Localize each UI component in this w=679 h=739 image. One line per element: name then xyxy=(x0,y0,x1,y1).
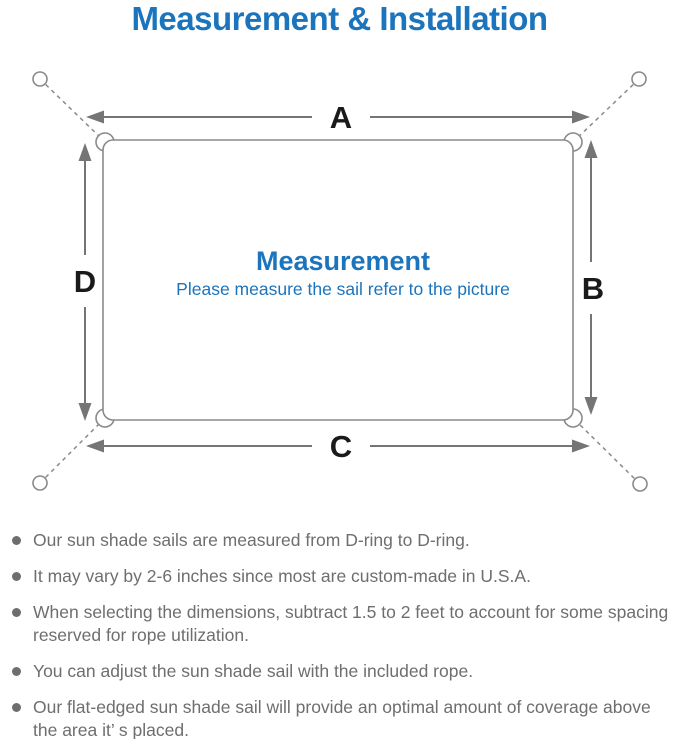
dim-label-a: A xyxy=(330,100,352,135)
dashed-connector-top-left xyxy=(39,78,106,143)
note-text: Our sun shade sails are measured from D-… xyxy=(33,530,470,550)
list-item: You can adjust the sun shade sail with t… xyxy=(12,660,672,683)
arrowhead-a-left-icon xyxy=(86,110,104,124)
measurement-diagram: A C D B Measurement Please measure the s… xyxy=(32,71,648,492)
dashed-connector-top-right xyxy=(572,78,640,143)
list-item: When selecting the dimensions, subtract … xyxy=(12,601,672,647)
note-text: When selecting the dimensions, subtract … xyxy=(33,602,669,645)
arrowhead-b-down-icon xyxy=(584,397,598,415)
bullet-icon xyxy=(12,667,21,676)
arrowhead-d-up-icon xyxy=(78,143,92,161)
dashed-connector-bottom-left xyxy=(39,417,106,484)
dashed-connector-bottom-right xyxy=(572,417,641,485)
bullet-icon xyxy=(12,572,21,581)
diagram-center-title: Measurement xyxy=(256,246,430,276)
arrowhead-c-left-icon xyxy=(86,439,104,453)
note-text: Our flat-edged sun shade sail will provi… xyxy=(33,697,651,739)
bullet-icon xyxy=(12,536,21,545)
notes-list: Our sun shade sails are measured from D-… xyxy=(12,529,672,739)
anchor-ring-top-right-icon xyxy=(631,71,647,87)
arrowhead-b-up-icon xyxy=(584,140,598,158)
dim-label-c: C xyxy=(330,429,352,464)
arrowhead-c-right-icon xyxy=(572,439,590,453)
diagram-center-subtitle: Please measure the sail refer to the pic… xyxy=(176,279,510,299)
anchor-ring-top-left-icon xyxy=(32,71,48,87)
list-item: Our sun shade sails are measured from D-… xyxy=(12,529,672,552)
note-text: It may vary by 2-6 inches since most are… xyxy=(33,566,531,586)
list-item: Our flat-edged sun shade sail will provi… xyxy=(12,696,672,739)
arrowhead-a-right-icon xyxy=(572,110,590,124)
anchor-ring-bottom-left-icon xyxy=(32,475,48,491)
dim-label-d: D xyxy=(74,264,96,299)
bullet-icon xyxy=(12,608,21,617)
dim-label-b: B xyxy=(582,271,604,306)
sail-rectangle xyxy=(102,139,574,421)
anchor-ring-bottom-right-icon xyxy=(632,476,648,492)
bullet-icon xyxy=(12,703,21,712)
note-text: You can adjust the sun shade sail with t… xyxy=(33,661,474,681)
arrowhead-d-down-icon xyxy=(78,403,92,421)
page-title: Measurement & Installation xyxy=(131,0,548,37)
list-item: It may vary by 2-6 inches since most are… xyxy=(12,565,672,588)
